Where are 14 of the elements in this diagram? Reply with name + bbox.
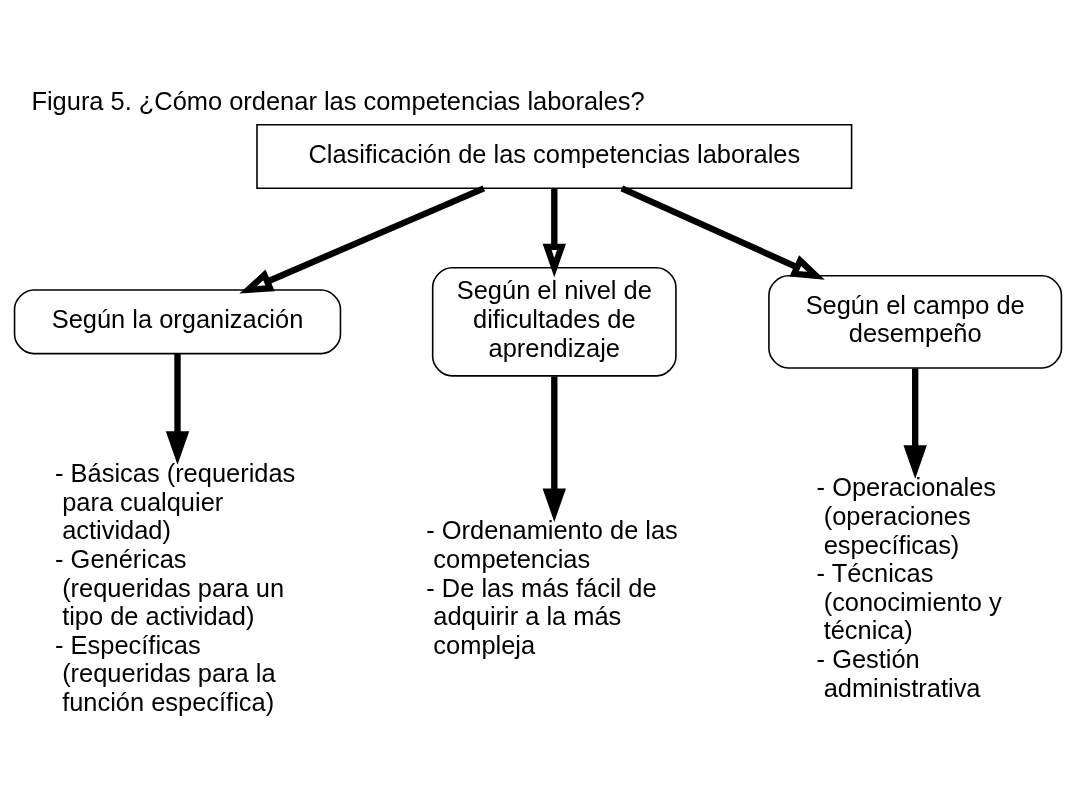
node-text: - Ordenamiento de las competencias - De las más fácil de adquirir a la más compleja [426, 516, 678, 659]
node-box: Según el campo de desempeño [768, 274, 1063, 369]
arrow [542, 376, 566, 522]
arrow [620, 185, 825, 280]
arrow [239, 185, 486, 294]
node-text: - Básicas (requeridas para cualquier actividad) - Genéricas (requeridas para un tipo de actividad) - Específicas (requeridas para la función específica) [55, 459, 296, 717]
node-box: Clasificación de las competencias laborales [256, 123, 853, 190]
node-text: - Operacionales (operaciones específicas) - Técnicas (conocimiento y técnica) - Gestión administrativa [816, 473, 1002, 702]
arrow [542, 188, 566, 278]
diagram-title: Figura 5. ¿Cómo ordenar las competencias laborales? [31, 87, 645, 116]
node-box: Según el nivel de dificultades de aprendizaje [431, 267, 677, 377]
arrow [903, 368, 927, 479]
arrow [165, 353, 190, 465]
node-box: Según la organización [13, 289, 342, 355]
